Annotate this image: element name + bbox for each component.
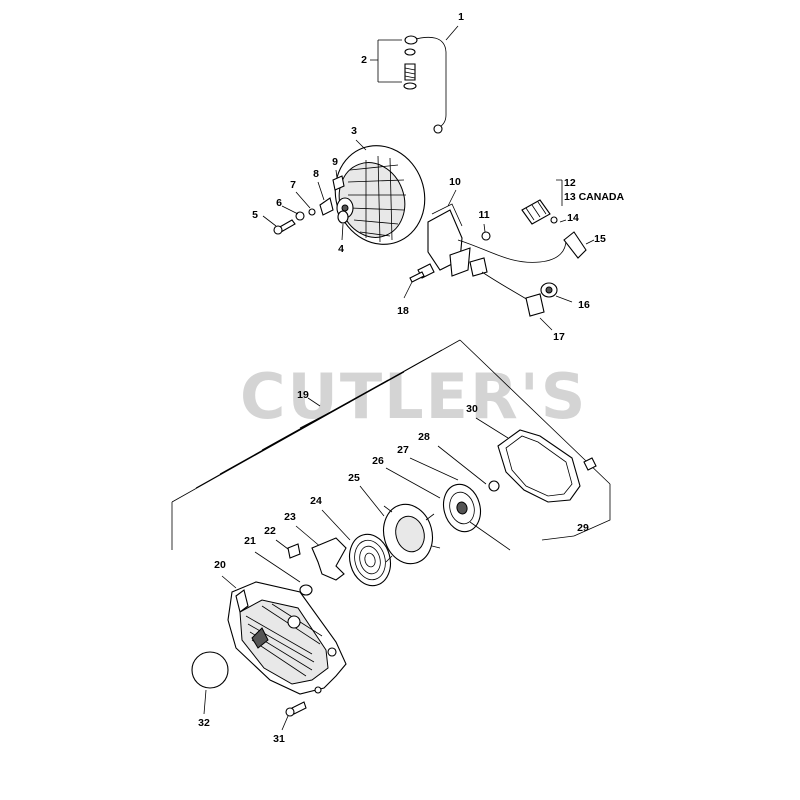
callout-lines-31-32	[203, 689, 289, 731]
starter-pulley-part	[383, 503, 441, 565]
cover-plate-part	[497, 429, 597, 503]
callout-9: 9	[332, 156, 338, 168]
exploded-view-guides	[171, 339, 611, 589]
callout-18: 18	[397, 305, 409, 317]
callout-1: 1	[458, 11, 464, 23]
housing-screw-part	[285, 701, 307, 717]
callout-32: 32	[198, 717, 210, 729]
callout-17: 17	[553, 331, 565, 343]
ignition-coil-part	[409, 203, 567, 317]
callout-22: 22	[264, 525, 276, 537]
flywheel-part	[334, 145, 426, 245]
callout-30: 30	[466, 403, 478, 415]
callout-31: 31	[273, 733, 285, 745]
callout-5: 5	[252, 209, 258, 221]
starter-housing-part	[227, 581, 347, 695]
callout-lines-1-2	[370, 25, 459, 83]
callout-20: 20	[214, 559, 226, 571]
gasket-disc-part	[191, 651, 229, 689]
callout-16: 16	[578, 299, 590, 311]
starter-washer-and-screw	[287, 543, 313, 596]
watermark-logo: CUTLER'S	[240, 360, 588, 433]
rope-reel-part	[442, 483, 511, 551]
callout-lines-10-18	[403, 189, 486, 299]
callout-12: 12	[564, 177, 576, 189]
callout-26: 26	[372, 455, 384, 467]
callout-14: 14	[567, 212, 579, 224]
ground-wire-part	[403, 35, 447, 134]
callout-2: 2	[361, 54, 367, 66]
callout-27: 27	[397, 444, 409, 456]
callout-7: 7	[290, 179, 296, 191]
spark-plug-part	[521, 199, 587, 298]
callout-13-canada: 13 CANADA	[564, 191, 625, 203]
callout-6: 6	[276, 197, 282, 209]
callout-11: 11	[478, 209, 490, 221]
callout-19: 19	[297, 389, 309, 401]
callout-15: 15	[594, 233, 606, 245]
recoil-spring-part	[348, 533, 392, 587]
callout-10: 10	[449, 176, 461, 188]
callout-23: 23	[284, 511, 296, 523]
callout-21: 21	[244, 535, 256, 547]
callout-lines-3-9	[262, 139, 367, 241]
callout-lines-12-17	[539, 179, 595, 331]
callout-29: 29	[577, 522, 589, 534]
starter-handle-part	[311, 537, 347, 581]
callout-25: 25	[348, 472, 360, 484]
callout-24: 24	[310, 495, 322, 507]
callout-28: 28	[418, 431, 430, 443]
callout-8: 8	[313, 168, 319, 180]
washer-part	[488, 480, 500, 492]
callout-4: 4	[338, 243, 344, 255]
callout-3: 3	[351, 125, 357, 137]
